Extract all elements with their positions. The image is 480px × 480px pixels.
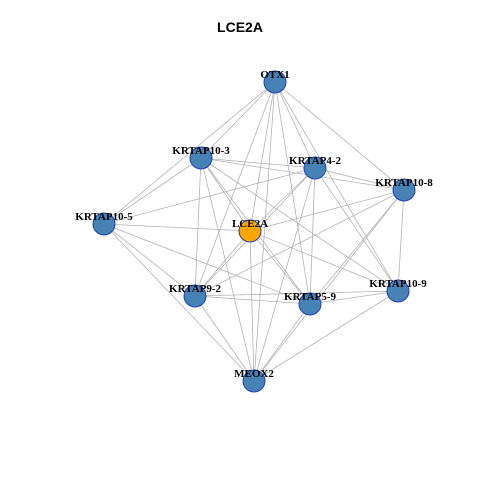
edge-krtap10-8-krtap10-9 — [397, 189, 405, 292]
node-meox2[interactable]: MEOX2 — [234, 368, 274, 393]
edge-otx1-krtap10-8 — [274, 81, 405, 191]
graph-title: LCE2A — [217, 19, 263, 35]
node-circle[interactable] — [303, 156, 327, 180]
edge-krtap10-3-krtap9-2 — [194, 157, 202, 297]
node-label: KRTAP9-2 — [169, 283, 221, 295]
node-circle[interactable] — [386, 279, 410, 303]
node-label: KRTAP5-9 — [284, 291, 336, 303]
node-circle[interactable] — [242, 369, 266, 393]
edge-krtap10-5-lce2a — [103, 223, 251, 232]
node-krtap10-5[interactable]: KRTAP10-5 — [75, 211, 133, 236]
edge-lce2a-krtap9-2 — [194, 230, 251, 297]
edge-otx1-lce2a — [249, 81, 276, 232]
node-krtap9-2[interactable]: KRTAP9-2 — [169, 283, 221, 308]
node-krtap10-8[interactable]: KRTAP10-8 — [375, 177, 433, 202]
node-label: OTX1 — [260, 69, 289, 81]
node-krtap5-9[interactable]: KRTAP5-9 — [284, 291, 336, 316]
edge-otx1-krtap4-2 — [274, 81, 316, 169]
edge-krtap10-3-krtap4-2 — [200, 157, 316, 169]
edge-krtap10-8-meox2 — [253, 189, 405, 382]
edge-krtap4-2-krtap10-9 — [314, 167, 399, 292]
edge-krtap4-2-krtap10-8 — [314, 167, 405, 191]
node-label: KRTAP10-8 — [375, 177, 433, 189]
node-circle[interactable] — [92, 212, 116, 236]
node-circle[interactable] — [189, 146, 213, 170]
node-label: KRTAP10-9 — [369, 278, 427, 290]
node-circle[interactable] — [263, 70, 287, 94]
edge-krtap5-9-meox2 — [253, 303, 311, 382]
edge-lce2a-meox2 — [249, 230, 255, 382]
edge-lce2a-krtap5-9 — [249, 230, 311, 305]
node-label: MEOX2 — [234, 368, 274, 380]
edge-lce2a-krtap10-9 — [249, 230, 399, 292]
node-label: KRTAP4-2 — [289, 155, 341, 167]
edge-krtap10-8-lce2a — [249, 189, 405, 232]
edge-krtap10-3-krtap10-5 — [103, 157, 202, 225]
edge-krtap10-3-krtap10-9 — [200, 157, 399, 292]
node-circle[interactable] — [183, 284, 207, 308]
node-label: KRTAP10-5 — [75, 211, 133, 223]
edge-krtap10-9-meox2 — [253, 290, 399, 382]
edge-krtap10-3-lce2a — [200, 157, 251, 232]
node-krtap10-3[interactable]: KRTAP10-3 — [172, 145, 230, 170]
node-label: KRTAP10-3 — [172, 145, 230, 157]
edge-krtap10-5-meox2 — [103, 223, 255, 382]
node-label: LCE2A — [232, 218, 268, 230]
edge-krtap10-8-krtap5-9 — [309, 189, 405, 305]
edge-otx1-krtap10-5 — [103, 81, 276, 225]
node-krtap10-9[interactable]: KRTAP10-9 — [369, 278, 427, 303]
edge-krtap10-8-krtap9-2 — [194, 189, 405, 297]
node-krtap4-2[interactable]: KRTAP4-2 — [289, 155, 341, 180]
node-circle[interactable] — [392, 178, 416, 202]
edge-krtap10-3-meox2 — [200, 157, 255, 382]
edge-krtap10-3-krtap10-8 — [200, 157, 405, 191]
edge-krtap10-9-krtap9-2 — [194, 290, 399, 297]
node-otx1[interactable]: OTX1 — [260, 69, 290, 94]
edge-krtap9-2-krtap5-9 — [194, 295, 311, 305]
edge-krtap10-5-krtap9-2 — [103, 223, 196, 297]
node-lce2a[interactable]: LCE2A — [232, 218, 268, 243]
edge-krtap10-5-krtap5-9 — [103, 223, 311, 305]
edge-krtap4-2-lce2a — [249, 167, 316, 232]
edge-krtap4-2-meox2 — [253, 167, 316, 382]
edge-otx1-meox2 — [253, 81, 276, 382]
edge-krtap10-9-krtap5-9 — [309, 290, 399, 305]
edge-krtap4-2-krtap10-5 — [103, 167, 316, 225]
edge-otx1-krtap10-3 — [200, 81, 276, 159]
node-circle[interactable] — [298, 292, 322, 316]
edge-otx1-krtap5-9 — [274, 81, 311, 305]
edge-krtap9-2-meox2 — [194, 295, 255, 382]
node-circle[interactable] — [238, 219, 262, 243]
edge-otx1-krtap10-9 — [274, 81, 399, 292]
